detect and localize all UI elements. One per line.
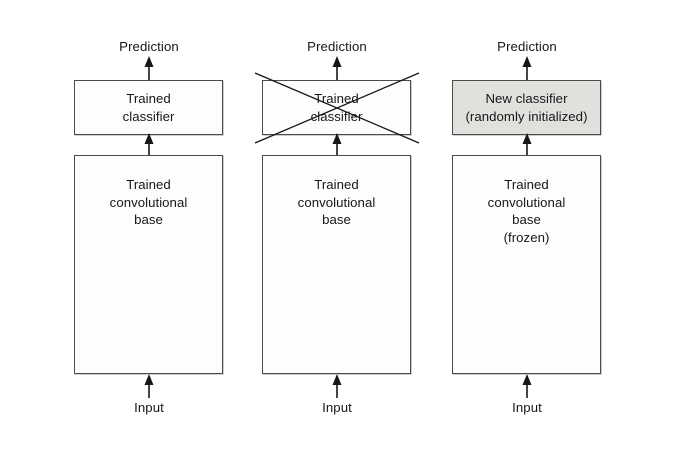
arrow-classifier-to-prediction: [144, 56, 154, 80]
arrow-base-to-classifier: [522, 133, 532, 157]
base-line-1: Trained: [314, 177, 359, 192]
prediction-label: Prediction: [307, 39, 367, 54]
trained-convolutional-base-box: Trained convolutional base: [262, 155, 411, 374]
input-label: Input: [512, 400, 542, 415]
column-new-classifier: Prediction New classifier (randomly init…: [432, 0, 622, 453]
base-line-2: convolutional: [297, 194, 376, 210]
arrow-input-to-base: [332, 374, 342, 398]
classifier-line-1: Trained: [126, 91, 171, 106]
trained-convolutional-base-text: Trained convolutional base: [263, 176, 410, 229]
frozen-convolutional-base-box: Trained convolutional base (frozen): [452, 155, 601, 374]
classifier-line-1: New classifier: [485, 91, 568, 106]
input-label: Input: [322, 400, 352, 415]
base-line-1: Trained: [126, 177, 171, 192]
new-classifier-box: New classifier (randomly initialized): [452, 80, 601, 135]
base-line-3: base: [512, 212, 541, 227]
frozen-convolutional-base-text: Trained convolutional base (frozen): [453, 176, 600, 246]
trained-classifier-box: Trained classifier: [74, 80, 223, 135]
column-original-model: Prediction Trained classifier Trained co…: [54, 0, 244, 453]
classifier-line-1: Trained: [314, 91, 359, 106]
trained-convolutional-base-box: Trained convolutional base: [74, 155, 223, 374]
classifier-line-2: classifier: [122, 108, 175, 124]
arrow-classifier-to-prediction: [522, 56, 532, 80]
base-line-1: Trained: [504, 177, 549, 192]
arrow-base-to-classifier: [332, 133, 342, 157]
prediction-label: Prediction: [497, 39, 557, 54]
classifier-line-2: classifier: [310, 108, 363, 124]
input-label: Input: [134, 400, 164, 415]
base-line-2: convolutional: [487, 194, 566, 210]
arrow-input-to-base: [144, 374, 154, 398]
trained-convolutional-base-text: Trained convolutional base: [75, 176, 222, 229]
arrow-input-to-base: [522, 374, 532, 398]
arrow-classifier-to-prediction: [332, 56, 342, 80]
arrow-base-to-classifier: [144, 133, 154, 157]
classifier-line-2: (randomly initialized): [465, 108, 588, 124]
column-discard-classifier: Prediction Trained classifier Trained co…: [242, 0, 432, 453]
trained-classifier-box: Trained classifier: [262, 80, 411, 135]
base-line-3: base: [134, 212, 163, 227]
prediction-label: Prediction: [119, 39, 179, 54]
new-classifier-text: New classifier (randomly initialized): [453, 90, 600, 125]
trained-classifier-text: Trained classifier: [263, 90, 410, 125]
base-line-2: convolutional: [109, 194, 188, 210]
base-line-3: base: [322, 212, 351, 227]
trained-classifier-text: Trained classifier: [75, 90, 222, 125]
base-line-4: (frozen): [503, 229, 550, 245]
